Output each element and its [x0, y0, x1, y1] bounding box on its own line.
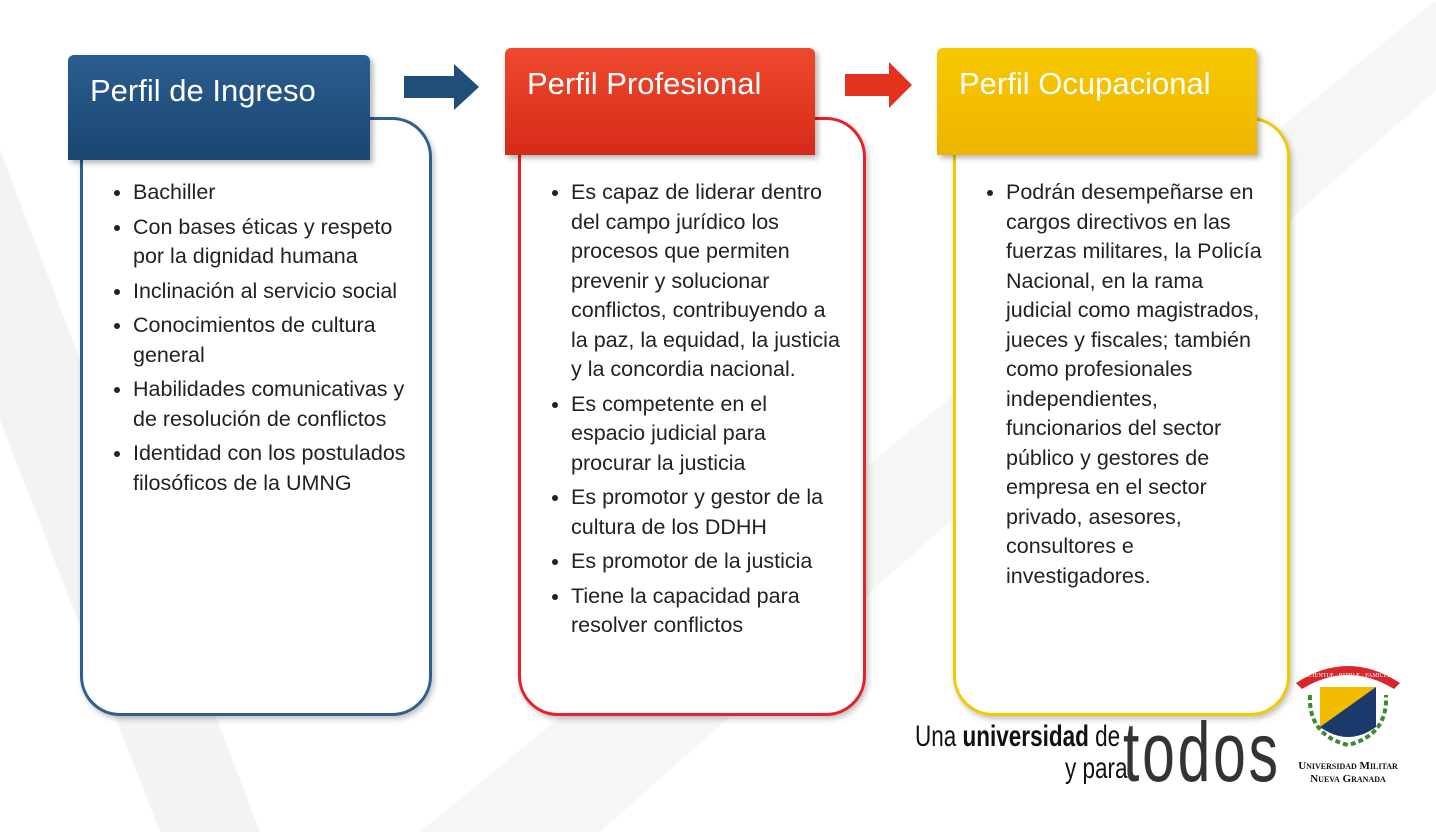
list-item: Es competente en el espacio judicial par…: [571, 390, 843, 479]
list-item: Identidad con los postulados filosóficos…: [133, 439, 409, 498]
bullet-list: Podrán desempeñarse en cargos directivos…: [978, 178, 1267, 591]
profesional-header: Perfil Profesional: [505, 48, 815, 155]
list-item: Con bases éticas y respeto por la dignid…: [133, 213, 409, 272]
list-item: Es promotor y gestor de la cultura de lo…: [571, 483, 843, 542]
list-item: Es promotor de la justicia: [571, 547, 843, 577]
bullet-list: BachillerCon bases éticas y respeto por …: [105, 178, 409, 498]
list-item: Inclinación al servicio social: [133, 277, 409, 307]
profesional-title: Perfil Profesional: [527, 66, 762, 101]
umng-logo: SCIENTIÆ · PATRIÆ · FAMILIÆ Universidad …: [1292, 655, 1404, 786]
ocupacional-content-box: Podrán desempeñarse en cargos directivos…: [953, 117, 1290, 716]
ingreso-header: Perfil de Ingreso: [68, 55, 370, 160]
ocupacional-title: Perfil Ocupacional: [959, 66, 1211, 101]
list-item: Es capaz de liderar dentro del campo jur…: [571, 178, 843, 385]
arrow-right-icon: [845, 62, 912, 108]
ocupacional-header: Perfil Ocupacional: [937, 48, 1257, 155]
list-item: Bachiller: [133, 178, 409, 208]
arrow-right-icon: [404, 64, 479, 110]
list-item: Habilidades comunicativas y de resolució…: [133, 375, 409, 434]
svg-text:SCIENTIÆ · PATRIÆ · FAMILIÆ: SCIENTIÆ · PATRIÆ · FAMILIÆ: [1305, 673, 1391, 679]
list-item: Podrán desempeñarse en cargos directivos…: [1006, 178, 1267, 591]
list-item: Conocimientos de cultura general: [133, 311, 409, 370]
bullet-list: Es capaz de liderar dentro del campo jur…: [543, 178, 843, 641]
profesional-content-box: Es capaz de liderar dentro del campo jur…: [518, 117, 866, 716]
ingreso-title: Perfil de Ingreso: [90, 73, 316, 108]
list-item: Tiene la capacidad para resolver conflic…: [571, 582, 843, 641]
ingreso-content-box: BachillerCon bases éticas y respeto por …: [80, 117, 432, 716]
